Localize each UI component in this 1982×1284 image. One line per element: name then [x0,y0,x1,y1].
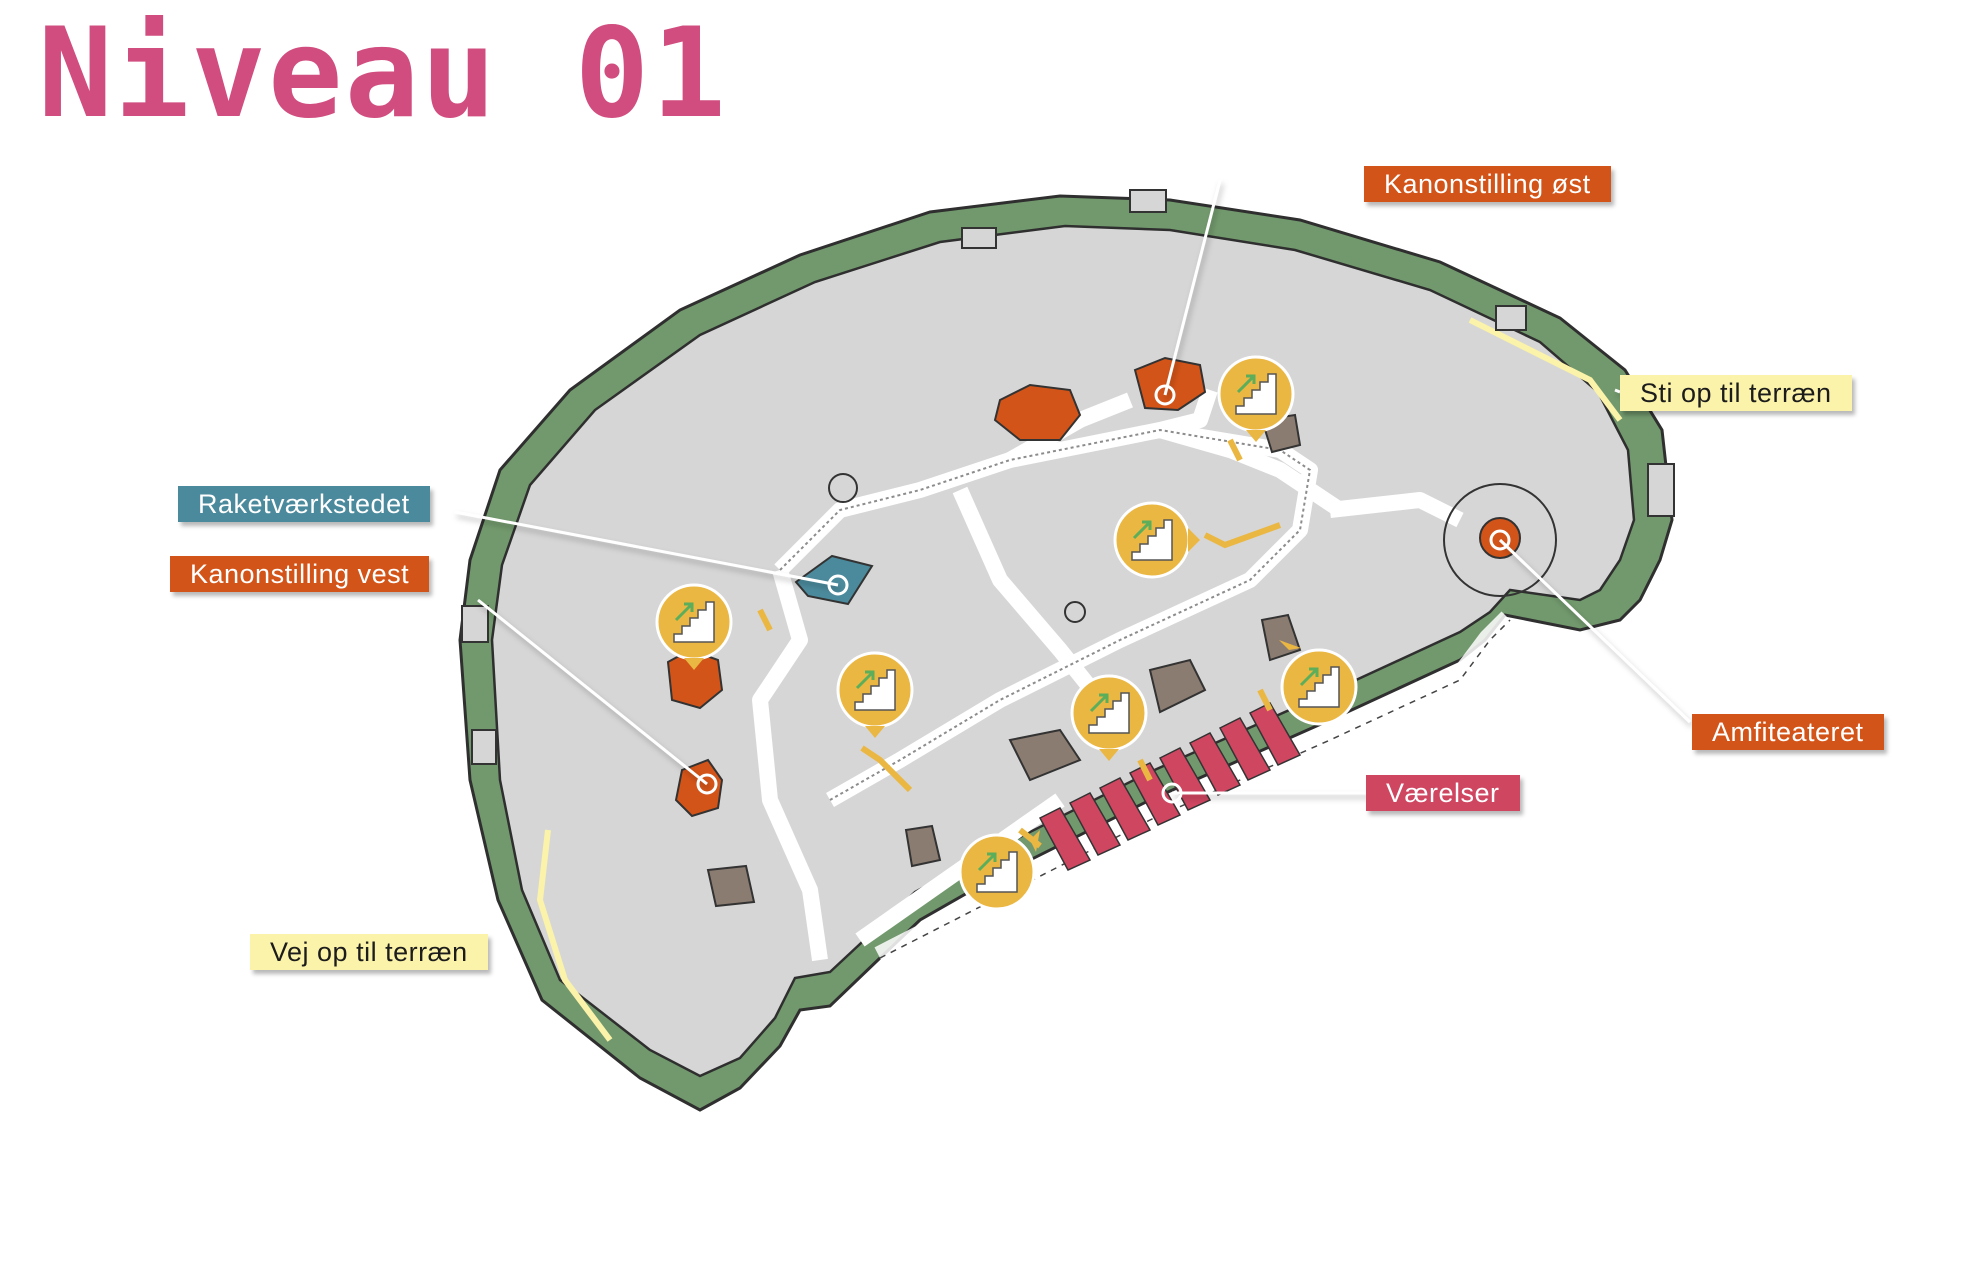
label-vaerelser[interactable]: Værelser [1366,775,1520,811]
stair-icons [655,355,1358,911]
stairs-icon [1279,640,1358,726]
stairs-icon [1070,674,1148,761]
stairs-icon [655,583,733,670]
stairs-icon [958,830,1040,911]
tunnel-edges [779,428,1312,801]
rocket-workshop-area [794,554,874,606]
label-kanonstilling-ost[interactable]: Kanonstilling øst [1364,166,1611,202]
page-title: Niveau 01 [38,2,728,146]
label-vej-op-til-terraen[interactable]: Vej op til terræn [250,934,488,970]
stairs-icon [836,651,914,738]
leader-lines [454,179,1692,795]
label-kanonstilling-vest[interactable]: Kanonstilling vest [170,556,430,592]
stairs-icon [1113,501,1200,579]
label-sti-op-til-terraen[interactable]: Sti op til terræn [1620,375,1852,411]
round-chamber [1064,601,1086,623]
label-amfiteateret[interactable]: Amfiteateret [1692,714,1884,750]
label-raketvaerkstedet[interactable]: Raketværkstedet [178,486,430,522]
rooms [1038,702,1302,871]
location-marker-icon [696,384,1511,804]
amphitheatre-outline [1443,483,1557,597]
gun-emplacements [666,356,1521,818]
stairways [757,438,1282,849]
round-chamber [828,473,858,503]
stairs-icon [1217,355,1295,442]
